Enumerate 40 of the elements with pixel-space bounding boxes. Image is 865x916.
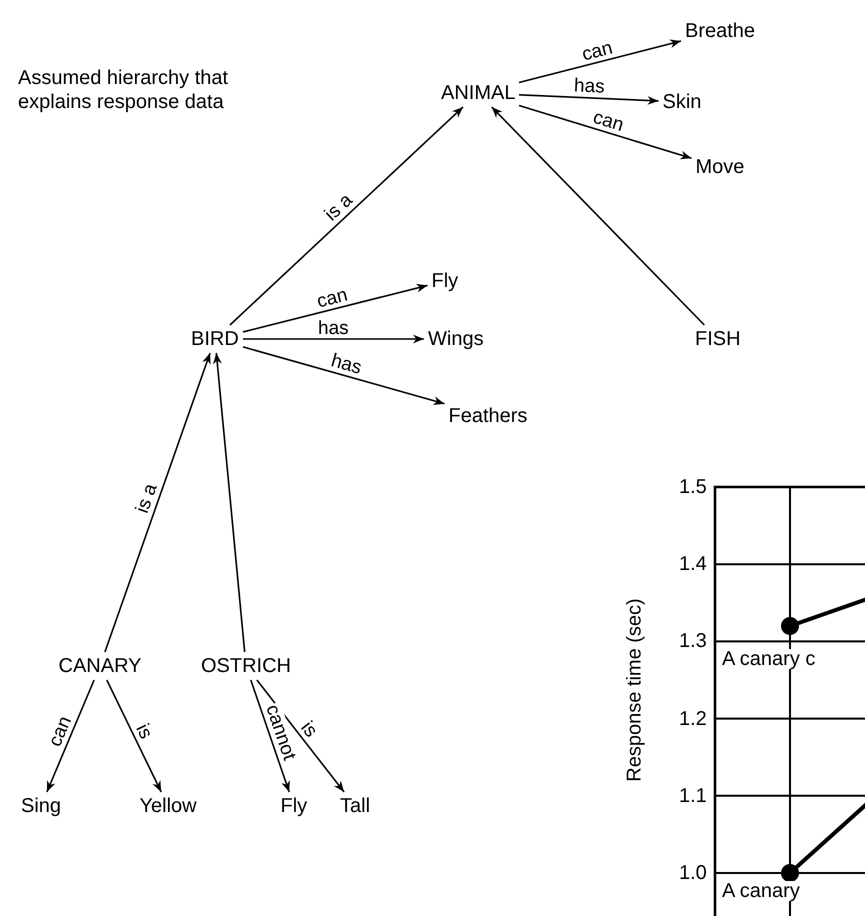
tick-label: 1.5 <box>679 477 707 497</box>
arrow <box>242 284 428 333</box>
annotation: A canary c <box>720 649 818 670</box>
concept-label: Move <box>694 156 746 178</box>
arrow <box>518 39 682 84</box>
concept-label: CANARY <box>58 655 142 677</box>
arrow <box>229 106 464 326</box>
tick-label: 1.1 <box>679 786 707 806</box>
arrow <box>104 352 211 652</box>
tick-label: 1.3 <box>679 631 707 652</box>
concept-label: Fly <box>430 270 460 292</box>
concept-label: Tall <box>339 795 372 817</box>
concept-label: Fly <box>280 795 308 817</box>
arrow <box>518 94 659 105</box>
tick-label: 1.2 <box>679 708 707 729</box>
arrow <box>250 680 290 792</box>
concept-label: Yellow <box>138 795 198 817</box>
arrow <box>242 346 445 405</box>
concept-label: ANIMAL <box>440 82 516 104</box>
arrow <box>243 334 424 344</box>
concept-label: OSTRICH <box>200 655 292 677</box>
concept-label: Breathe <box>684 20 756 42</box>
arrow <box>46 680 95 792</box>
concept-label: FISH <box>694 328 742 350</box>
arrow <box>212 352 246 652</box>
concept-label: Wings <box>427 328 485 350</box>
concept-label: Sing <box>20 795 62 817</box>
arrow <box>256 680 345 792</box>
tick-label: 1.4 <box>679 554 707 574</box>
title: Assumed hierarchy that explains response data <box>18 66 230 114</box>
concept-label: Feathers <box>448 405 528 427</box>
concept-label: BIRD <box>190 328 240 350</box>
arrow <box>106 680 162 792</box>
arrow <box>518 104 692 160</box>
arrow <box>491 106 705 326</box>
axis-title: Response time (sec) <box>624 598 644 782</box>
annotation: A canary <box>720 881 802 901</box>
tick-label: 1.0 <box>679 863 707 883</box>
concept-label: Skin <box>662 91 702 113</box>
edge-label: has <box>317 318 350 338</box>
